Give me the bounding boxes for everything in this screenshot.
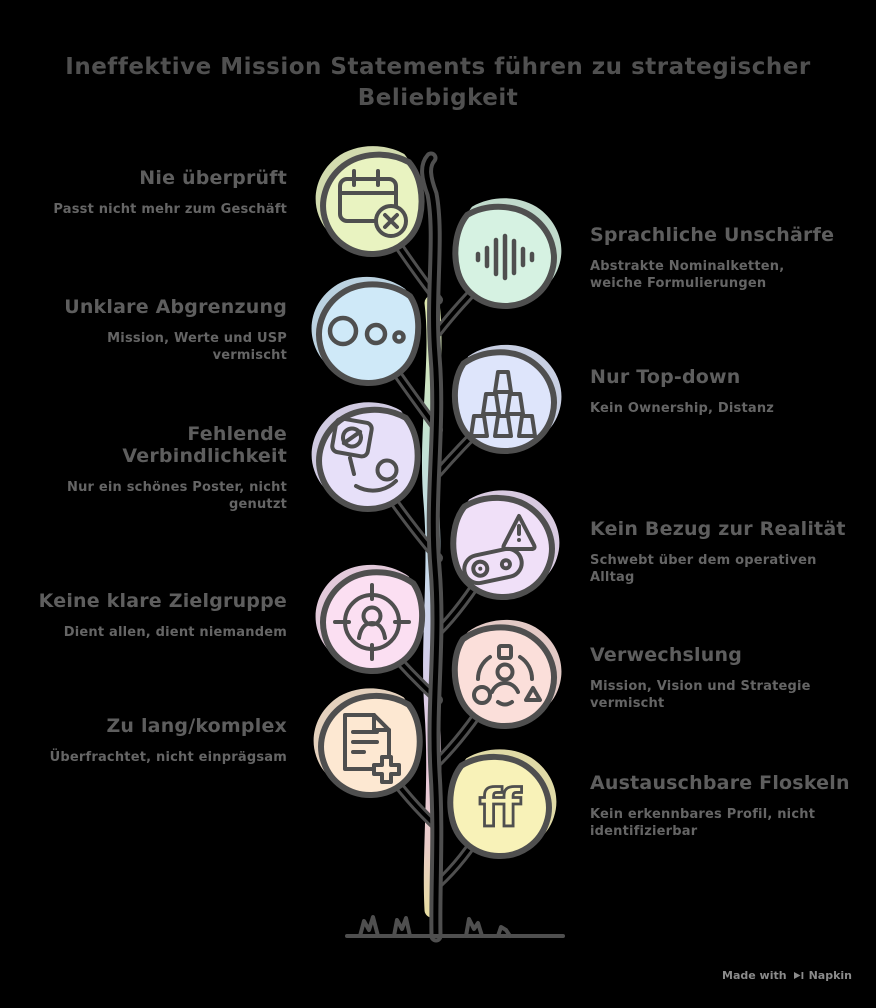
cup-pyramid-icon	[469, 370, 537, 438]
leaf-verwechslung	[453, 617, 565, 728]
leaf-fehlende-verbindlichkeit	[308, 400, 420, 511]
item-subtext: Mission, Vision und Strategie vermischt	[590, 679, 811, 711]
left-item-nie-ueberprueft: Nie überprüft Passt nicht mehr zum Gesch…	[22, 167, 287, 218]
left-item-keine-klare-zielgruppe: Keine klare Zielgruppe Dient allen, dien…	[22, 590, 287, 641]
person-shapes-icon	[472, 644, 542, 707]
left-item-fehlende-verbindlichkeit: Fehlende Verbindlichkeit Nur ein schönes…	[22, 423, 287, 513]
leaf-keine-klare-zielgruppe	[313, 562, 424, 673]
item-heading: Fehlende Verbindlichkeit	[122, 423, 287, 467]
item-subtext: Kein erkennbares Profil, nicht identifiz…	[590, 807, 816, 839]
leaf-nie-ueberprueft	[312, 143, 425, 257]
item-heading: Zu lang/komplex	[106, 715, 287, 737]
napkin-brand-label: Napkin	[808, 969, 852, 982]
ellipsis-circles-icon	[327, 315, 406, 347]
leaf-kein-bezug-zur-realitaet	[451, 488, 562, 599]
left-item-unklare-abgrenzung: Unklare Abgrenzung Mission, Werte und US…	[22, 296, 287, 364]
title-line-1: Ineffektive Mission Statements führen zu…	[65, 54, 811, 80]
leaf-nur-top-down	[453, 342, 564, 453]
item-heading: Keine klare Zielgruppe	[38, 590, 287, 612]
item-heading: Unklare Abgrenzung	[64, 296, 287, 318]
left-item-zu-lang-komplex: Zu lang/komplex Überfrachtet, nicht einp…	[22, 715, 287, 766]
leaf-unklare-abgrenzung	[308, 274, 420, 385]
leaf-sprachliche-unschaerfe	[453, 196, 565, 308]
right-item-verwechslung: Verwechslung Mission, Vision und Strateg…	[590, 644, 868, 712]
item-heading: Nur Top-down	[590, 366, 741, 388]
document-plus-icon	[343, 713, 401, 784]
leaf-zu-lang-komplex	[311, 686, 422, 797]
poster-person-icon	[330, 416, 399, 493]
target-person-icon	[333, 583, 411, 661]
item-subtext: Kein Ownership, Distanz	[590, 401, 775, 416]
waveform-icon	[475, 233, 535, 281]
napkin-logo-icon	[793, 971, 803, 979]
page-title: Ineffektive Mission Statements führen zu…	[0, 52, 876, 114]
title-line-2: Beliebigkeit	[357, 85, 519, 111]
item-subtext: Passt nicht mehr zum Geschäft	[53, 202, 287, 217]
item-subtext: Schwebt über dem operativen Alltag	[590, 553, 817, 585]
right-item-kein-bezug-zur-realitaet: Kein Bezug zur Realität Schwebt über dem…	[590, 518, 868, 586]
item-subtext: Dient allen, dient niemandem	[63, 625, 287, 640]
right-item-nur-top-down: Nur Top-down Kein Ownership, Distanz	[590, 366, 868, 417]
item-subtext: Überfrachtet, nicht einprägsam	[49, 750, 287, 765]
warning-lever-icon	[462, 514, 537, 586]
item-heading: Kein Bezug zur Realität	[590, 518, 846, 540]
grass	[345, 915, 565, 938]
right-item-sprachliche-unschaerfe: Sprachliche Unschärfe Abstrakte Nominalk…	[590, 224, 868, 292]
item-subtext: Mission, Werte und USP vermischt	[107, 331, 287, 363]
item-heading: Austauschbare Floskeln	[590, 772, 850, 794]
leaf-austauschbare-floskeln: ff	[448, 747, 559, 858]
calendar-x-icon	[338, 169, 408, 238]
made-with-label: Made with	[722, 969, 787, 982]
item-heading: Nie überprüft	[139, 167, 287, 189]
stem	[420, 151, 444, 943]
item-heading: Verwechslung	[590, 644, 743, 666]
made-with-napkin-badge[interactable]: Made with Napkin	[722, 969, 852, 982]
item-heading: Sprachliche Unschärfe	[590, 224, 835, 246]
right-item-austauschbare-floskeln: Austauschbare Floskeln Kein erkennbares …	[590, 772, 868, 840]
ff-monogram-icon: ff	[478, 778, 524, 841]
svg-text:ff: ff	[479, 779, 522, 839]
item-subtext: Nur ein schönes Poster, nicht genutzt	[67, 480, 287, 512]
item-subtext: Abstrakte Nominalketten, weiche Formulie…	[590, 259, 785, 291]
